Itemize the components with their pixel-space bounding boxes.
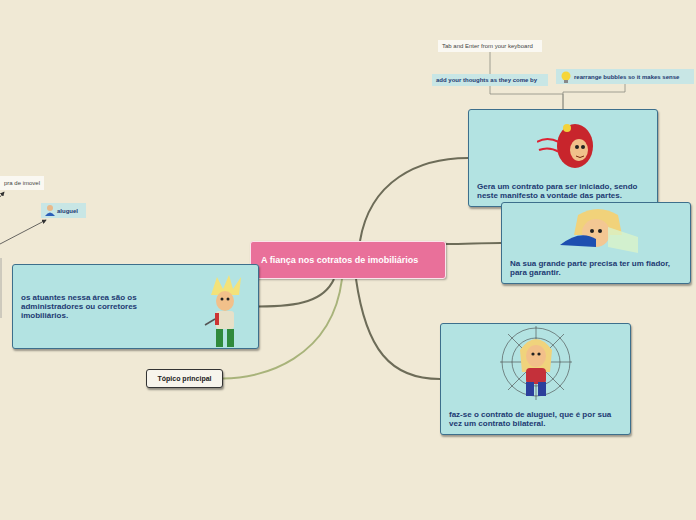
cartoon-figure [201,273,251,349]
node-text: aluguel [57,207,82,215]
node-text: add your thoughts as they come by [436,76,544,84]
central-topic: A fiança nos cotratos de imobiliários [250,241,446,279]
node-text: faz-se o contrato de aluguel, que é por … [449,410,622,428]
subtopic-bubble: aluguel [41,203,86,218]
branch-connector [563,84,625,109]
node-text: Gera um contrato para ser iniciado, send… [477,182,649,200]
subtopic-bubble: pra de imovel [0,176,44,190]
topic-box: faz-se o contrato de aluguel, que é por … [440,323,631,435]
node-text: rearrange bubbles so it makes sense [574,73,690,81]
subtopic-bubble: Tópico principal [146,369,223,388]
arrow-line [0,192,4,197]
node-text: pra de imovel [4,179,40,187]
bulb-icon [560,70,572,83]
node-text: Tópico principal [157,375,211,382]
node-text: Tab and Enter from your keyboard [442,42,538,50]
subtopic-bubble: add your thoughts as they come by [432,74,548,86]
cartoon-figure [537,114,621,176]
node-text: Na sua grande parte precisa ter um fiado… [510,259,682,277]
cartoon-figure [496,326,576,402]
node-text: A fiança nos cotratos de imobiliários [261,255,435,266]
branch-connector [490,86,563,109]
topic-box: Na sua grande parte precisa ter um fiado… [501,202,691,284]
branch-connector [490,52,491,74]
topic-box: os atuantes nessa área são os administra… [12,264,259,349]
topic-box: Gera um contrato para ser iniciado, send… [468,109,658,207]
subtopic-bubble: rearrange bubbles so it makes sense [556,69,694,84]
branch-connector [360,158,468,241]
branch-connector [356,279,440,379]
branch-connector [259,279,334,307]
subtopic-bubble: Tab and Enter from your keyboard [438,40,542,52]
cartoon-figure [558,207,642,253]
branch-connector [446,243,501,244]
arrow-line [0,220,46,244]
person-icon [44,204,56,217]
bracket-line [1,258,2,318]
node-text: os atuantes nessa área são os administra… [21,293,186,320]
